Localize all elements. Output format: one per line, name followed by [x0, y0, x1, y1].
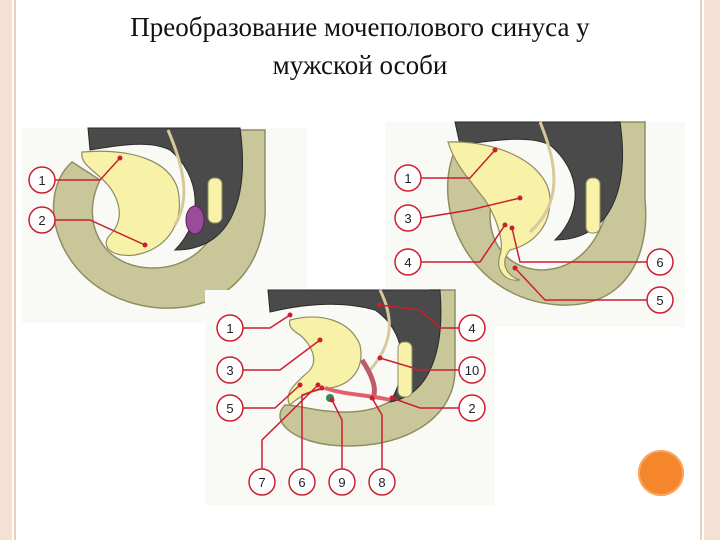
panel-3-leader-9-dot: [329, 397, 335, 403]
panel-3-leader-4: [379, 304, 459, 329]
panel-3-label-7: 7: [258, 475, 265, 490]
panel-3: 1 3 5 4 10 2 7 6 9 8: [205, 289, 495, 505]
panel-2-tube: [585, 177, 601, 234]
panel-3-leader-5: [243, 384, 301, 409]
panel-2-label-6: 6: [656, 255, 663, 270]
panel-3-urogenital-sinus: [287, 316, 362, 406]
panel-3-outer-wall: [279, 289, 456, 447]
panel-2-outer-wall: [446, 121, 647, 306]
panel-3-label-3: 3: [226, 363, 233, 378]
panel-3-label-1: 1: [226, 321, 233, 336]
panel-1-leader-1: [55, 157, 121, 181]
panel-3-label-2: 2: [468, 401, 475, 416]
panel-2-label-4: 4: [404, 255, 411, 270]
panel-2-leader-4: [421, 224, 506, 263]
panel-3-leader-8-dot: [369, 395, 375, 401]
panel-2-label-5: 5: [656, 293, 663, 308]
panel-3-leader-7: [261, 384, 319, 469]
panel-3-leader-2: [391, 397, 459, 409]
panel-2-leader-6: [511, 227, 647, 263]
slide-title-line-1: Преобразование мочеполового синуса у: [130, 12, 590, 42]
panel-3-label-5: 5: [226, 401, 233, 416]
panel-2-leader-6-dot: [509, 225, 515, 231]
panel-2-leader-3-dot: [517, 195, 523, 201]
panel-2-leader-5: [514, 267, 647, 301]
panel-2-duct: [528, 121, 556, 234]
panel-3-label-4: 4: [468, 321, 475, 336]
panel-3-leader-2-dot: [389, 395, 395, 401]
panel-2: 1 3 4 6 5: [385, 121, 685, 327]
slide-frame-right-line: [700, 0, 702, 540]
panel-3-leader-3: [243, 339, 321, 371]
panel-3-leader-7-dot: [315, 382, 321, 388]
panel-3-label-9: 9: [338, 475, 345, 490]
panel-2-urogenital-sinus: [447, 141, 551, 281]
slide-title-line-2: мужской особи: [272, 50, 448, 80]
panel-3-leader-6: [301, 387, 323, 469]
slide-frame-right: [704, 0, 720, 540]
panel-3-leader-1-dot: [287, 312, 293, 318]
decorative-orange-circle: [638, 450, 684, 496]
panel-1-urogenital-sinus: [81, 150, 180, 257]
panel-2-dark-tissue: [454, 121, 623, 241]
panel-3-tube: [397, 341, 413, 398]
panel-2-leader-4-dot: [502, 222, 508, 228]
panel-3-leader-3-dot: [317, 337, 323, 343]
panel-3-leader-1: [243, 314, 291, 329]
panel-3-leader-10: [379, 357, 459, 371]
panel-2-leader-5-dot: [512, 265, 518, 271]
panel-3-leader-4-dot: [377, 302, 383, 308]
panel-1-purple-structure: [185, 205, 205, 235]
panel-3-label-10: 10: [465, 363, 479, 378]
panel-1-label-2: 2: [38, 213, 45, 228]
panel-1-tube: [207, 177, 223, 224]
panel-1-outer-wall: [52, 129, 266, 309]
panel-2-label-1: 1: [404, 171, 411, 186]
panel-1-leader-2-dot: [142, 242, 148, 248]
panel-3-duct: [368, 289, 391, 371]
slide-title: Преобразование мочеполового синуса у муж…: [40, 8, 680, 84]
panel-3-leader-10-dot: [377, 355, 383, 361]
slide-frame-left-line: [14, 0, 16, 540]
panel-3-red-canal: [324, 386, 391, 402]
panel-3-leader-8: [371, 397, 383, 469]
panel-3-label-6: 6: [298, 475, 305, 490]
panel-2-leader-1: [421, 149, 496, 179]
slide-frame-left: [0, 0, 12, 540]
panel-1-label-1: 1: [38, 173, 45, 188]
panel-3-leader-6-dot: [319, 385, 325, 391]
panel-1-leader-1-dot: [117, 155, 123, 161]
panel-3-leader-9: [331, 399, 343, 469]
panel-2-label-3: 3: [404, 211, 411, 226]
panel-1-leader-2: [55, 219, 146, 246]
panel-2-leader-1-dot: [492, 147, 498, 153]
panel-3-leader-5-dot: [297, 382, 303, 388]
panel-2-leader-3: [420, 197, 521, 219]
panel-1-duct: [166, 129, 186, 226]
panel-3-label-8: 8: [378, 475, 385, 490]
